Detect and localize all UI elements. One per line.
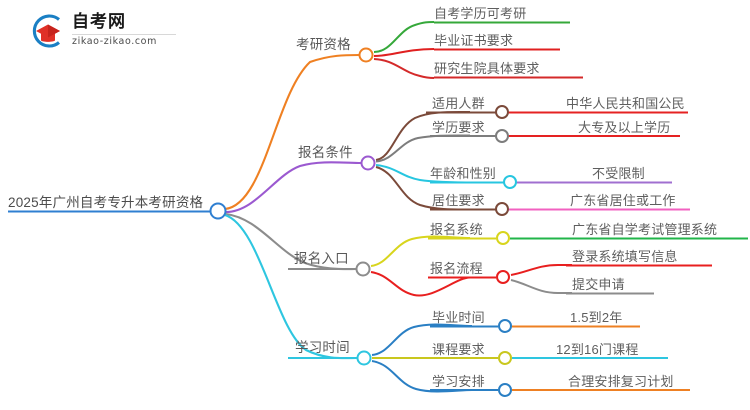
sub-label-2-1[interactable]: 适用人群 xyxy=(432,96,485,111)
node-branch-2[interactable] xyxy=(360,155,376,171)
leaf-label-2-3-1[interactable]: 不受限制 xyxy=(592,166,645,181)
leaf-label-2-4-1[interactable]: 广东省居住或工作 xyxy=(570,193,676,208)
root-label[interactable]: 2025年广州自考专升本考研资格 xyxy=(8,195,204,210)
connector-sub-3-2-leaf-1 xyxy=(510,264,572,276)
watermark-domain: zikao-zikao.com xyxy=(72,36,157,47)
node-sub-4-3[interactable] xyxy=(498,383,512,397)
node-sub-2-4[interactable] xyxy=(495,202,509,216)
site-watermark-logo: 自考网 zikao-zikao.com xyxy=(30,11,180,51)
leaf-label-2-2-1[interactable]: 大专及以上学历 xyxy=(578,120,671,135)
sub-label-2-4[interactable]: 居住要求 xyxy=(432,193,485,208)
connector-root-to-branch-1 xyxy=(224,53,360,211)
sub-label-3-2[interactable]: 报名流程 xyxy=(430,261,483,276)
connector-branch-4-sub-1 xyxy=(371,323,473,356)
node-sub-2-2[interactable] xyxy=(495,129,509,143)
leaf-label-1-3[interactable]: 研究生院具体要求 xyxy=(434,61,540,76)
node-sub-3-2[interactable] xyxy=(496,270,510,284)
sub-label-4-1[interactable]: 毕业时间 xyxy=(432,310,485,325)
connector-branch-1-leaf-2 xyxy=(373,48,435,57)
leaf-label-2-1-1[interactable]: 中华人民共和国公民 xyxy=(566,96,685,111)
leaf-label-3-1-1[interactable]: 广东省自学考试管理系统 xyxy=(572,222,718,237)
node-branch-3[interactable] xyxy=(355,261,371,277)
sub-label-4-2[interactable]: 课程要求 xyxy=(432,342,485,357)
node-sub-4-2[interactable] xyxy=(498,351,512,365)
branch-label-2[interactable]: 报名条件 xyxy=(298,145,353,160)
sub-label-3-1[interactable]: 报名系统 xyxy=(430,222,483,237)
connector-branch-1-leaf-1 xyxy=(373,21,435,53)
node-sub-3-1[interactable] xyxy=(496,231,510,245)
watermark-title: 自考网 xyxy=(72,12,126,32)
leaf-label-1-2[interactable]: 毕业证书要求 xyxy=(434,33,514,48)
leaf-label-3-2-2[interactable]: 提交申请 xyxy=(572,277,625,292)
node-sub-2-3[interactable] xyxy=(503,175,517,189)
node-branch-1[interactable] xyxy=(358,47,374,63)
branch-label-4[interactable]: 学习时间 xyxy=(295,340,350,355)
connector-branch-3-sub-1 xyxy=(370,235,471,267)
node-sub-4-1[interactable] xyxy=(498,319,512,333)
branch-label-1[interactable]: 考研资格 xyxy=(296,37,351,52)
watermark-divider xyxy=(72,34,176,35)
sub-label-2-2[interactable]: 学历要求 xyxy=(432,120,485,135)
sub-label-4-3[interactable]: 学习安排 xyxy=(432,374,485,389)
connector-root-to-branch-4 xyxy=(224,213,358,360)
node-sub-2-1[interactable] xyxy=(495,105,509,119)
connector-branch-1-leaf-3 xyxy=(373,58,435,79)
leaf-label-4-3-1[interactable]: 合理安排复习计划 xyxy=(568,374,674,389)
leaf-label-1-1[interactable]: 自考学历可考研 xyxy=(434,6,527,21)
node-root[interactable] xyxy=(209,202,227,220)
leaf-label-4-2-1[interactable]: 12到16门课程 xyxy=(556,342,639,357)
leaf-label-3-2-1[interactable]: 登录系统填写信息 xyxy=(572,249,678,264)
connector-branch-3-sub-2 xyxy=(370,271,471,297)
sub-label-2-3[interactable]: 年龄和性别 xyxy=(430,166,497,181)
connector-root-to-branch-2 xyxy=(225,161,362,214)
branch-label-3[interactable]: 报名入口 xyxy=(294,251,349,266)
leaf-label-4-1-1[interactable]: 1.5到2年 xyxy=(570,310,623,325)
node-branch-4[interactable] xyxy=(356,350,372,366)
graduation-cap-icon xyxy=(32,14,60,48)
connector-sub-3-2-leaf-2 xyxy=(510,279,572,294)
watermark-text-block: 自考网 zikao-zikao.com xyxy=(72,12,182,47)
